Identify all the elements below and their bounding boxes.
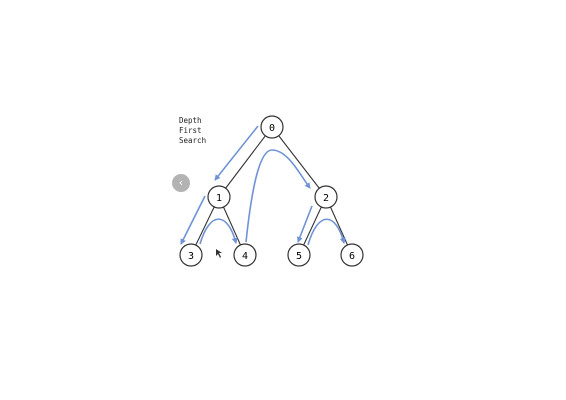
- caption-line-1: Depth: [179, 116, 202, 125]
- tree-node-label: 2: [323, 193, 329, 204]
- caption-line-2: First: [179, 126, 202, 135]
- tree-node-1: 1: [207, 185, 231, 209]
- tree-node-6: 6: [340, 243, 364, 267]
- tree-node-label: 6: [349, 251, 355, 262]
- tree-node-label: 4: [242, 251, 248, 262]
- dfs-traversal-arrows: [180, 125, 346, 246]
- caption-line-3: Search: [179, 136, 207, 145]
- tree-node-2: 2: [314, 185, 338, 209]
- edge-0-2: [271, 126, 327, 198]
- chevron-left-icon: ‹: [178, 176, 184, 189]
- edge-0-1: [218, 126, 273, 198]
- arrow-0-to-1: [214, 125, 259, 181]
- tree-node-0: 0: [260, 115, 284, 139]
- tree-node-label: 3: [188, 251, 194, 262]
- tree-node-3: 3: [179, 243, 203, 267]
- tree-node-4: 4: [233, 243, 257, 267]
- arrow-2-to-5: [297, 205, 313, 243]
- tree-nodes: 0 1 2 3 4 5 6: [179, 115, 364, 267]
- arrow-4-to-2: [245, 149, 311, 243]
- tree-node-label: 1: [216, 193, 222, 204]
- previous-slide-button[interactable]: ‹: [172, 174, 190, 192]
- mouse-cursor-icon: [216, 249, 222, 258]
- tree-node-5: 5: [287, 243, 311, 267]
- arrow-3-to-4: [199, 218, 238, 245]
- tree-node-label: 0: [269, 123, 275, 134]
- arrow-1-to-3: [180, 195, 206, 245]
- arrow-5-to-6: [307, 218, 346, 246]
- tree-node-label: 5: [296, 251, 302, 262]
